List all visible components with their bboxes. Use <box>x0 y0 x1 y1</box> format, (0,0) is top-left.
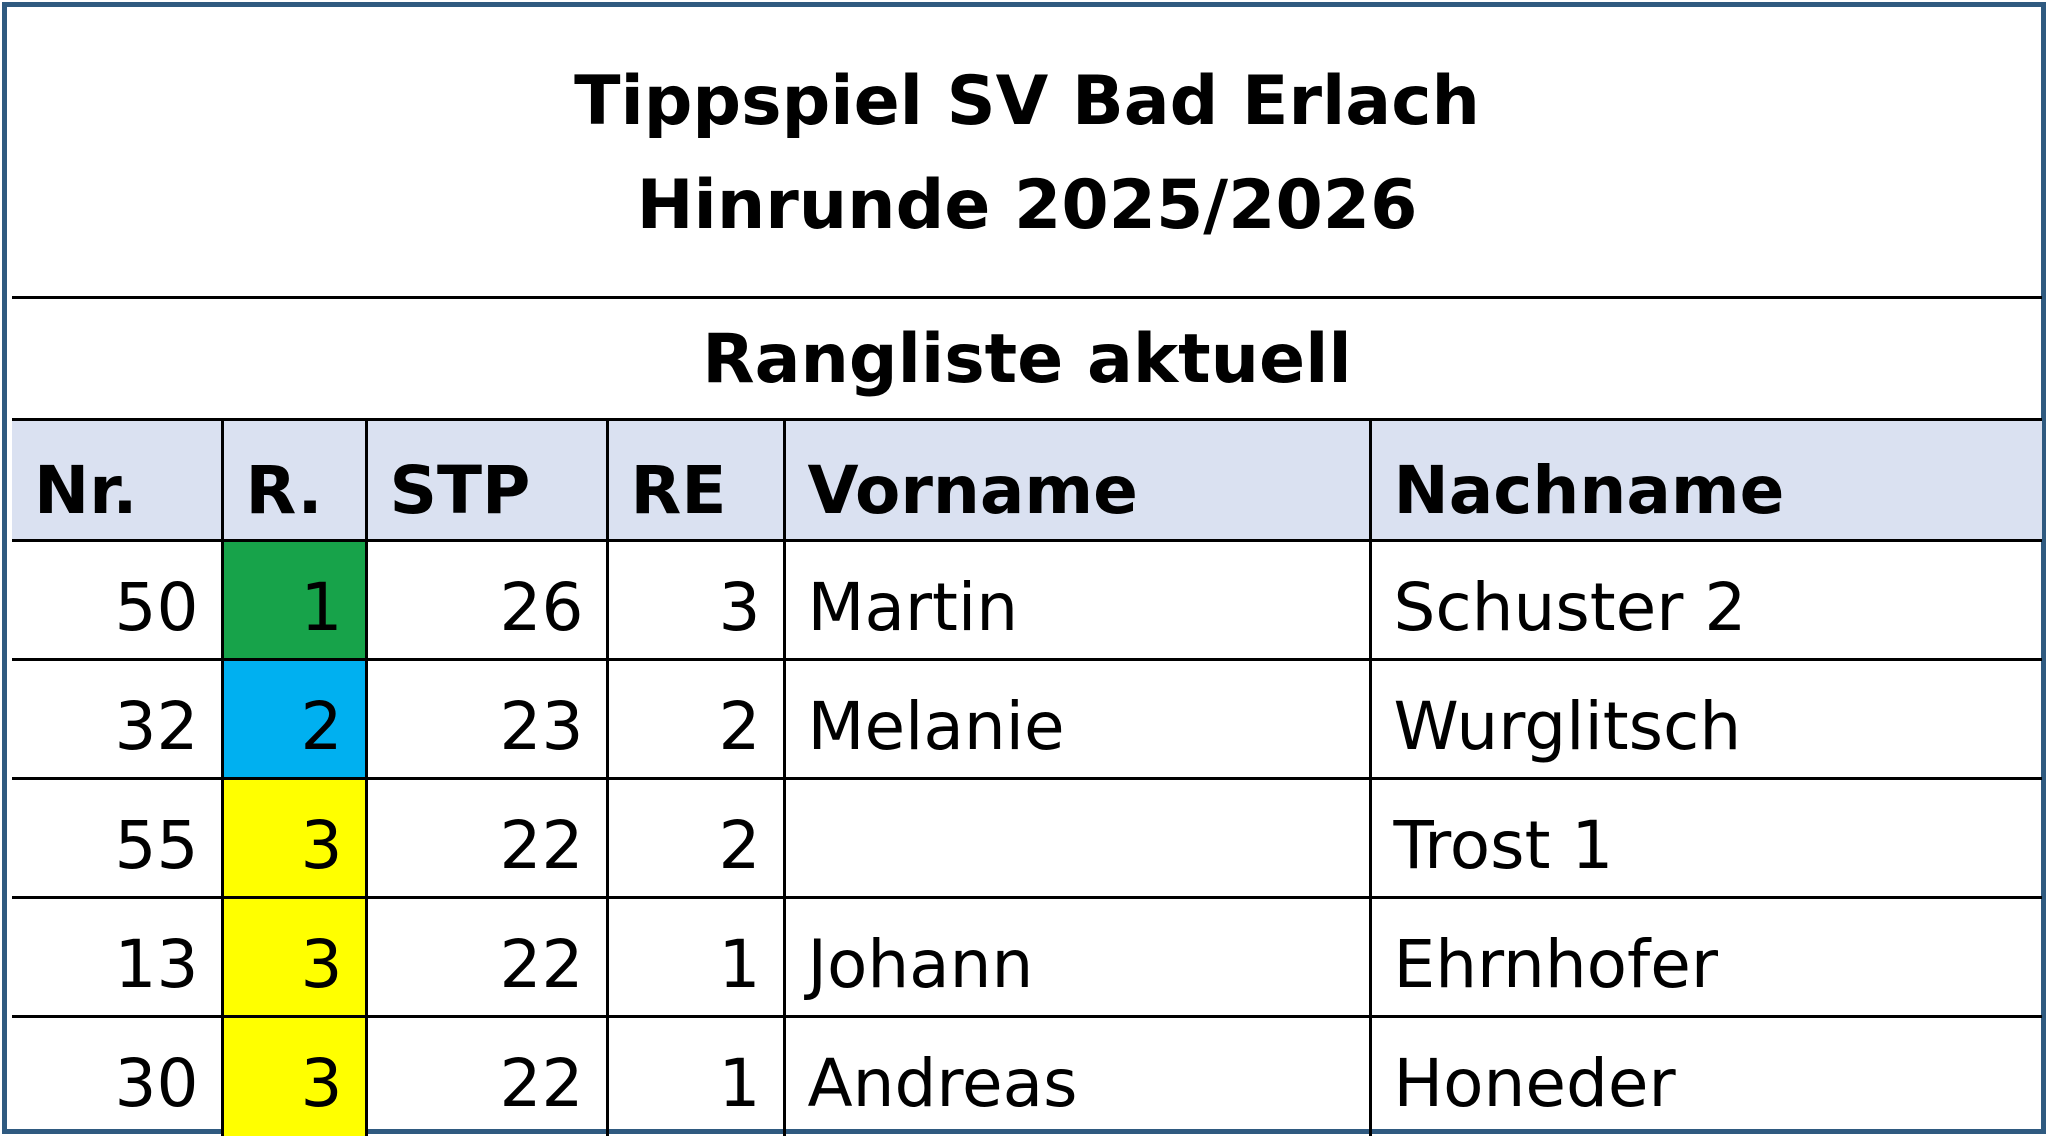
header-rank: R. <box>220 418 368 542</box>
title-block: Tippspiel SV Bad Erlach Hinrunde 2025/20… <box>12 12 2042 296</box>
cell-nachname: Honeder <box>1368 1015 2042 1136</box>
table-row: 50 1 26 3 Martin Schuster 2 <box>12 539 2042 661</box>
title-line-1: Tippspiel SV Bad Erlach <box>574 62 1480 141</box>
header-stp: STP <box>364 418 609 542</box>
cell-vorname: Johann <box>782 896 1372 1018</box>
header-re: RE <box>605 418 786 542</box>
cell-vorname: Melanie <box>782 658 1372 780</box>
table-row: 13 3 22 1 Johann Ehrnhofer <box>12 896 2042 1018</box>
cell-rank: 2 <box>220 658 368 780</box>
cell-stp: 26 <box>364 539 609 661</box>
cell-nachname: Schuster 2 <box>1368 539 2042 661</box>
table-header-row: Nr. R. STP RE Vorname Nachname <box>12 418 2042 542</box>
cell-nr: 32 <box>12 658 224 780</box>
cell-vorname: Andreas <box>782 1015 1372 1136</box>
cell-nr: 30 <box>12 1015 224 1136</box>
cell-re: 3 <box>605 539 786 661</box>
title-divider <box>12 296 2042 299</box>
header-vorname: Vorname <box>782 418 1372 542</box>
cell-vorname <box>782 777 1372 899</box>
ranking-table: Nr. R. STP RE Vorname Nachname 50 1 26 3… <box>12 418 2042 1136</box>
title-line-2: Hinrunde 2025/2026 <box>636 166 1418 245</box>
cell-stp: 23 <box>364 658 609 780</box>
cell-stp: 22 <box>364 896 609 1018</box>
cell-re: 1 <box>605 1015 786 1136</box>
cell-nachname: Trost 1 <box>1368 777 2042 899</box>
cell-rank: 3 <box>220 1015 368 1136</box>
cell-re: 2 <box>605 658 786 780</box>
header-nr: Nr. <box>12 418 224 542</box>
cell-rank: 3 <box>220 896 368 1018</box>
table-row: 32 2 23 2 Melanie Wurglitsch <box>12 658 2042 780</box>
cell-nr: 13 <box>12 896 224 1018</box>
cell-re: 2 <box>605 777 786 899</box>
cell-nachname: Wurglitsch <box>1368 658 2042 780</box>
cell-rank: 1 <box>220 539 368 661</box>
cell-stp: 22 <box>364 777 609 899</box>
header-nachname: Nachname <box>1368 418 2042 542</box>
table-row: 55 3 22 2 Trost 1 <box>12 777 2042 899</box>
cell-nr: 55 <box>12 777 224 899</box>
cell-nachname: Ehrnhofer <box>1368 896 2042 1018</box>
cell-stp: 22 <box>364 1015 609 1136</box>
cell-rank: 3 <box>220 777 368 899</box>
subtitle: Rangliste aktuell <box>702 319 1352 399</box>
cell-re: 1 <box>605 896 786 1018</box>
cell-vorname: Martin <box>782 539 1372 661</box>
ranking-sheet: Tippspiel SV Bad Erlach Hinrunde 2025/20… <box>12 12 2042 1136</box>
cell-nr: 50 <box>12 539 224 661</box>
table-row: 30 3 22 1 Andreas Honeder <box>12 1015 2042 1136</box>
